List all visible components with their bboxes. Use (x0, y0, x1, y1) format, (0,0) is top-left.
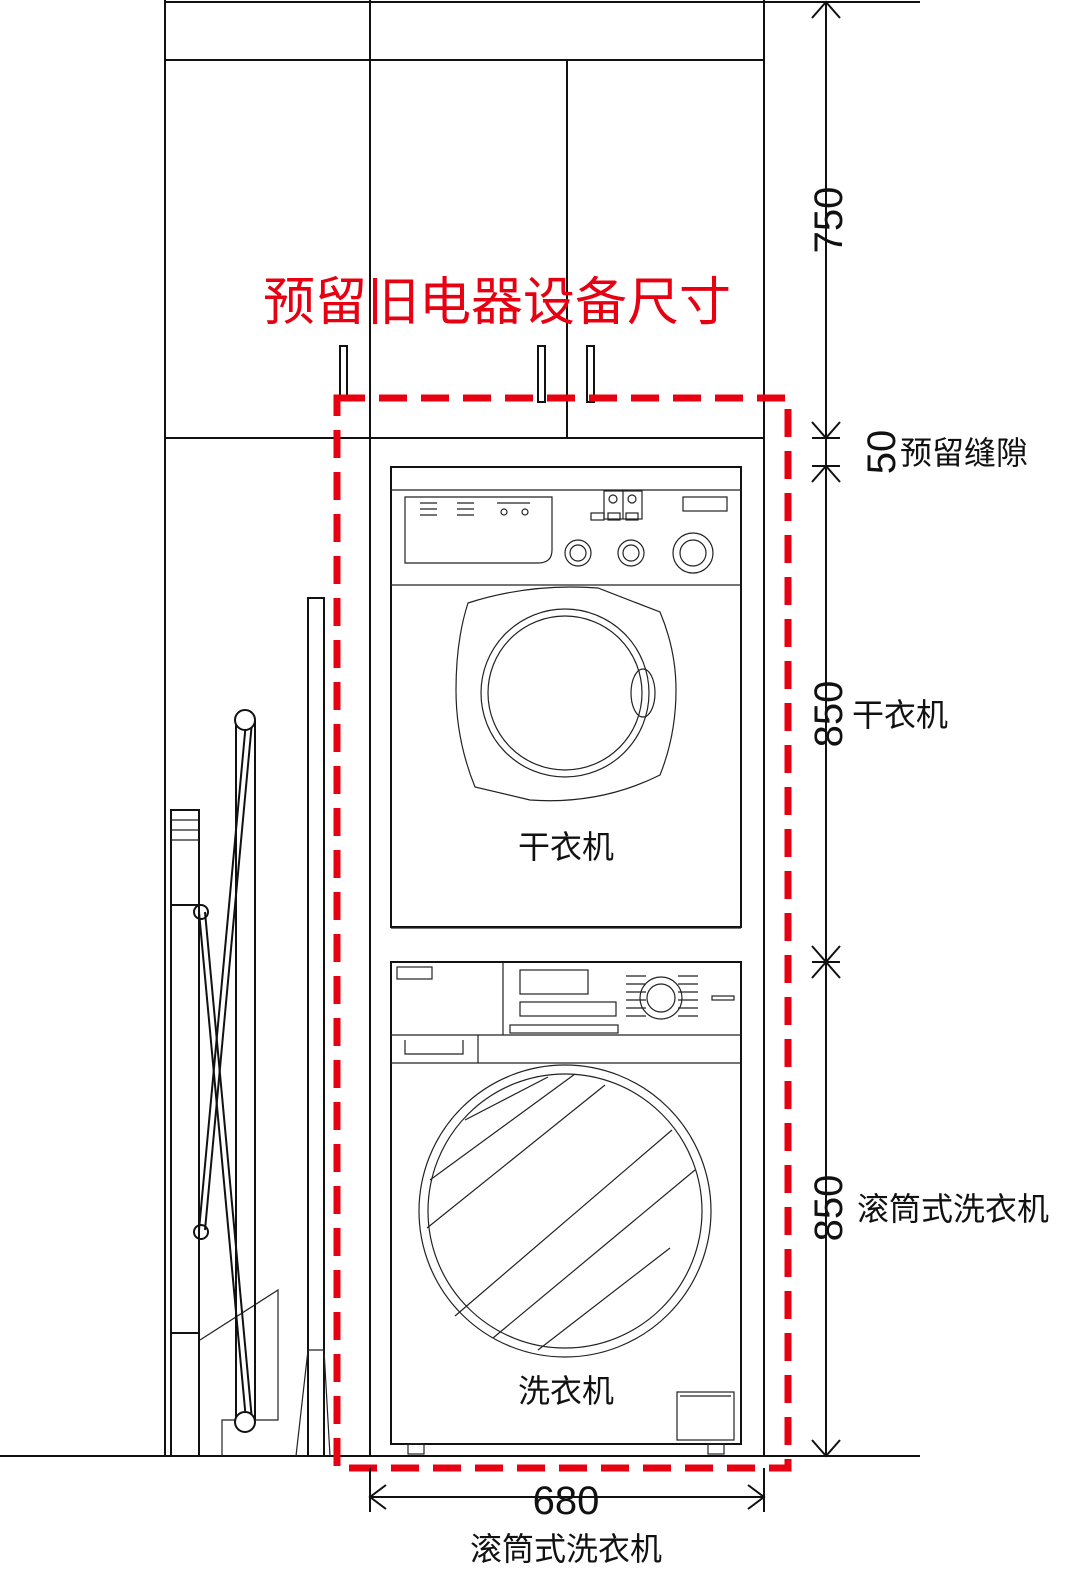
dryer-door (480, 608, 650, 778)
dryer-body (390, 466, 742, 928)
dryer-detergent-drawer (404, 496, 553, 564)
cabinet-handle (537, 345, 546, 403)
width-label: 680 (533, 1479, 600, 1523)
rack-joint (234, 1411, 256, 1433)
dryer-display (682, 496, 728, 512)
width-dimension (368, 1468, 766, 1512)
mop-handle (307, 597, 325, 1457)
washer-door (418, 1064, 712, 1358)
washer-height-label: 850 (807, 1175, 851, 1242)
storage-items (170, 597, 331, 1457)
gap-height-label: 50 (860, 430, 904, 475)
drawing-title: 预留旧电器设备尺寸 (263, 273, 731, 333)
dryer-knob (617, 539, 645, 567)
washer-program-knob (639, 976, 683, 1020)
washer-dimension-label: 滚筒式洗衣机 (857, 1190, 1049, 1228)
door-glass-reflection (464, 1076, 549, 1121)
washer-label: 洗衣机 (518, 1372, 614, 1410)
rack-base (199, 1288, 279, 1456)
cabinet-height-label: 750 (807, 187, 851, 254)
dryer-knob-large (672, 532, 714, 574)
washer-display (519, 969, 589, 995)
washer-detergent-drawer (404, 1040, 464, 1055)
mop-head (295, 1349, 331, 1457)
dryer (390, 466, 742, 929)
dryer-label: 干衣机 (518, 828, 614, 866)
dryer-knob (564, 539, 592, 567)
upper-cabinet (164, 0, 920, 1456)
dryer-door-frame (455, 586, 677, 802)
cabinet-handle (586, 345, 595, 403)
washing-machine (390, 961, 742, 1455)
ironing-board (170, 809, 200, 1457)
cabinet-handle (339, 345, 348, 399)
dryer-dimension-label: 干衣机 (852, 696, 948, 734)
dryer-height-label: 850 (807, 681, 851, 748)
width-caption: 滚筒式洗衣机 (470, 1530, 662, 1568)
vertical-dimension-chain (811, 0, 841, 1458)
rack-joint (234, 709, 256, 731)
dryer-door-handle (630, 668, 656, 718)
reserved-space-outline (333, 394, 792, 1472)
washer-body (390, 961, 742, 1445)
washer-filter-cover (676, 1391, 735, 1441)
gap-label: 预留缝隙 (900, 434, 1028, 472)
